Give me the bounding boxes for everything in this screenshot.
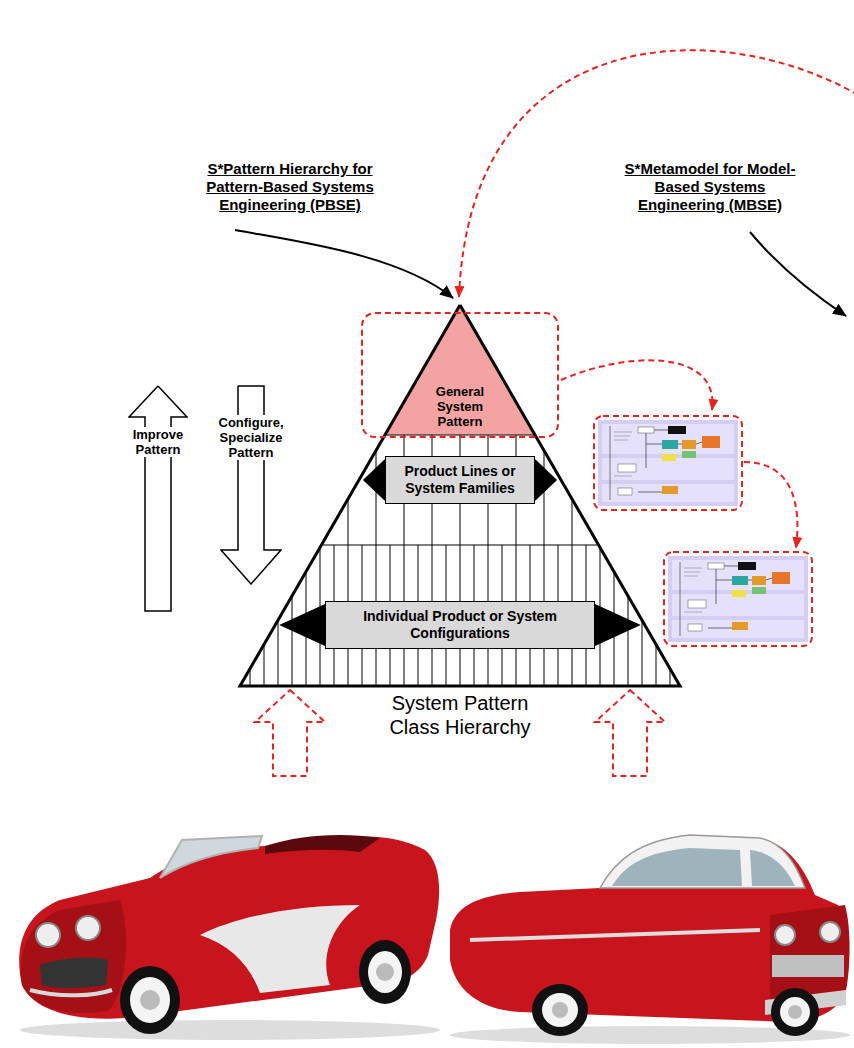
abstraction-arrow bbox=[595, 690, 665, 776]
hatch-line bbox=[208, 435, 209, 545]
hatch-line bbox=[348, 435, 349, 545]
hatching bbox=[208, 435, 712, 686]
hatch-line bbox=[240, 435, 680, 436]
text-wrap: Configure, Specialize Pattern bbox=[213, 415, 289, 460]
general-pattern-fill bbox=[385, 305, 535, 435]
hatch-line bbox=[240, 545, 680, 546]
hatch-line bbox=[628, 545, 629, 686]
hatch-line bbox=[670, 545, 671, 686]
pyramid-border bbox=[240, 305, 680, 686]
box-text: Product Lines or System Families bbox=[394, 463, 526, 497]
pattern-pyramid: System Pattern Class Hierarchy General Sy… bbox=[240, 305, 680, 745]
general-pattern-region: General System Pattern bbox=[361, 312, 559, 438]
hatch-line bbox=[292, 435, 293, 545]
node-text: Configure, Specialize Pattern bbox=[219, 415, 284, 460]
hatch-line bbox=[656, 435, 657, 545]
hatch-line bbox=[278, 545, 279, 686]
model-model-link bbox=[744, 462, 797, 548]
hatch-line bbox=[684, 435, 685, 545]
model-thumbnail bbox=[598, 420, 738, 506]
thumbnail-frame bbox=[664, 552, 812, 646]
block-arrow bbox=[129, 386, 187, 611]
hatch-line bbox=[600, 435, 601, 545]
hatch-line bbox=[628, 435, 629, 545]
node-text: General System Pattern bbox=[436, 384, 484, 429]
band-arrowhead bbox=[535, 459, 557, 501]
hatch-line bbox=[572, 435, 573, 545]
abstraction-arrow bbox=[255, 690, 325, 776]
mbse-pointer bbox=[750, 232, 846, 316]
hardtop-car bbox=[450, 835, 850, 1044]
product-line-box: Product Lines or System Families bbox=[385, 456, 535, 504]
thumbnail-frame bbox=[594, 416, 742, 510]
mbse-heading: S*Metamodel for Model-Based Systems Engi… bbox=[615, 160, 805, 214]
band-arrowhead bbox=[279, 604, 325, 646]
hatch-line bbox=[712, 435, 713, 545]
hatch-line bbox=[222, 545, 223, 686]
band-arrowhead bbox=[363, 459, 385, 501]
text-wrap: Improve Pattern bbox=[122, 427, 194, 457]
band-arrowhead bbox=[595, 604, 641, 646]
model-thumbnail bbox=[668, 556, 808, 642]
pbse-heading: S*Pattern Hierarchy for Pattern-Based Sy… bbox=[195, 160, 385, 214]
box-text: Individual Product or System Configurati… bbox=[356, 608, 564, 642]
text-wrap: System Pattern Class Hierarchy bbox=[380, 691, 540, 739]
block-arrow-shape bbox=[128, 385, 188, 612]
hatch-line bbox=[684, 545, 685, 686]
node-text: System Pattern Class Hierarchy bbox=[389, 692, 530, 738]
pattern-model-link bbox=[561, 360, 712, 410]
hatch-line bbox=[656, 545, 657, 686]
improve-arrow: Improve Pattern bbox=[128, 385, 188, 612]
hatch-line bbox=[320, 435, 321, 545]
convertible-car bbox=[19, 835, 440, 1040]
configuration-box: Individual Product or System Configurati… bbox=[325, 601, 595, 649]
metamodel-link bbox=[459, 50, 854, 297]
text-wrap: General System Pattern bbox=[429, 384, 491, 429]
configure-arrow: Configure, Specialize Pattern bbox=[220, 385, 282, 585]
pbse-pointer bbox=[235, 230, 453, 298]
hatch-line bbox=[292, 545, 293, 686]
node-text: Improve Pattern bbox=[133, 427, 184, 457]
hatch-line bbox=[698, 545, 699, 686]
hatch-line bbox=[642, 545, 643, 686]
